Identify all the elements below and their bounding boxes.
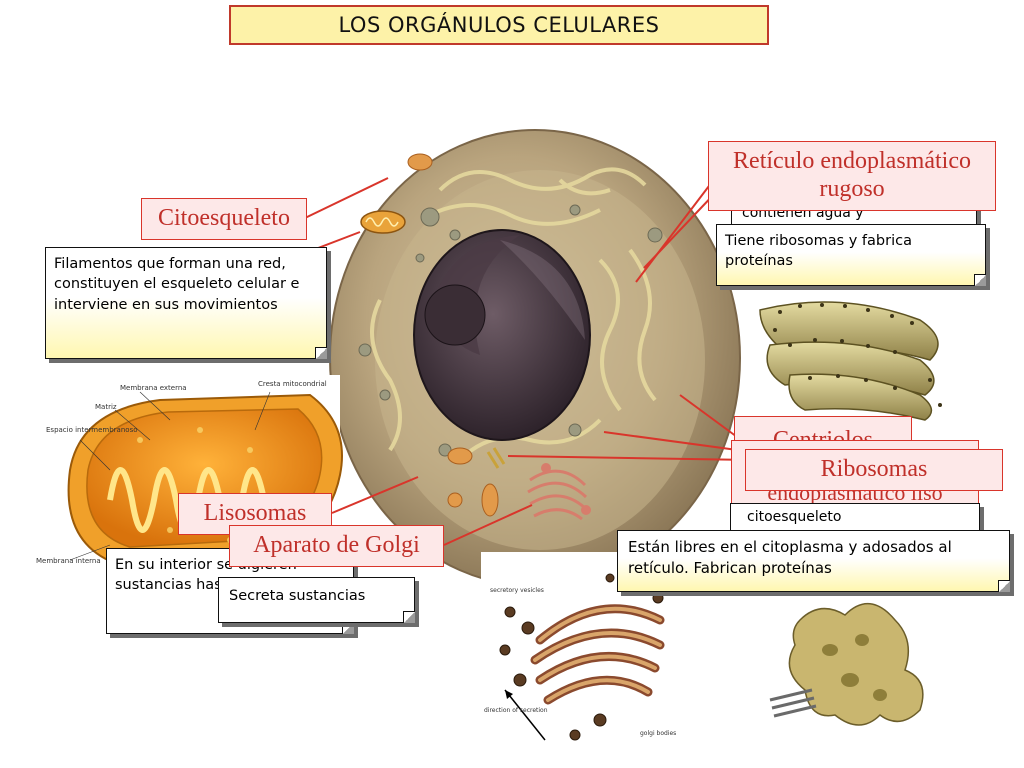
golgi-label-direction: direction of secretion <box>484 707 548 714</box>
mito-label-matriz: Matriz <box>95 403 117 411</box>
label-golgi: Aparato de Golgi <box>229 525 444 567</box>
page-fold-icon <box>315 347 327 359</box>
note-rugoso: Tiene ribosomas y fabrica proteínas <box>716 224 986 286</box>
pointer-arrows <box>291 177 753 546</box>
mito-label-membrana-externa: Membrana externa <box>120 384 187 392</box>
label-citoesqueleto: Citoesqueleto <box>141 198 307 240</box>
note-citoesqueleto: Filamentos que forman una red, constituy… <box>45 247 327 359</box>
cell-illustration <box>329 129 741 587</box>
page-fold-icon <box>974 274 986 286</box>
golgi-label-secretory: secretory vesicles <box>490 587 544 594</box>
label-lisosomas: Lisosomas <box>178 493 332 535</box>
note-citoesqueleto-text: Filamentos que forman una red, constituy… <box>54 256 300 313</box>
mito-label-espacio: Espacio intermembranoso <box>46 426 138 434</box>
note-golgi: Secreta sustancias <box>218 577 415 623</box>
page-fold-icon <box>342 622 354 634</box>
smooth-er-illustration <box>769 602 924 726</box>
page-fold-icon <box>998 580 1010 592</box>
rough-er-illustration <box>759 301 942 421</box>
note-golgi-text: Secreta sustancias <box>229 588 366 604</box>
golgi-label-bodies: golgi bodies <box>640 730 676 737</box>
note-rugoso-text: Tiene ribosomas y fabrica proteínas <box>725 233 912 270</box>
page-title: LOS ORGÁNULOS CELULARES <box>229 5 769 45</box>
mito-label-membrana-interna: Membrana interna <box>36 557 101 565</box>
note-ribosomas: Están libres en el citoplasma y adosados… <box>617 530 1010 592</box>
label-ribosomas: Ribosomas <box>745 449 1003 491</box>
note-centriolos-hidden-text: citoesqueleto <box>747 509 842 525</box>
page-fold-icon <box>403 611 415 623</box>
mito-label-cresta: Cresta mitocondrial <box>258 380 327 388</box>
note-ribosomas-text: Están libres en el citoplasma y adosados… <box>628 538 952 577</box>
label-reticulo-rugoso: Retículo endoplasmático rugoso <box>708 141 996 211</box>
